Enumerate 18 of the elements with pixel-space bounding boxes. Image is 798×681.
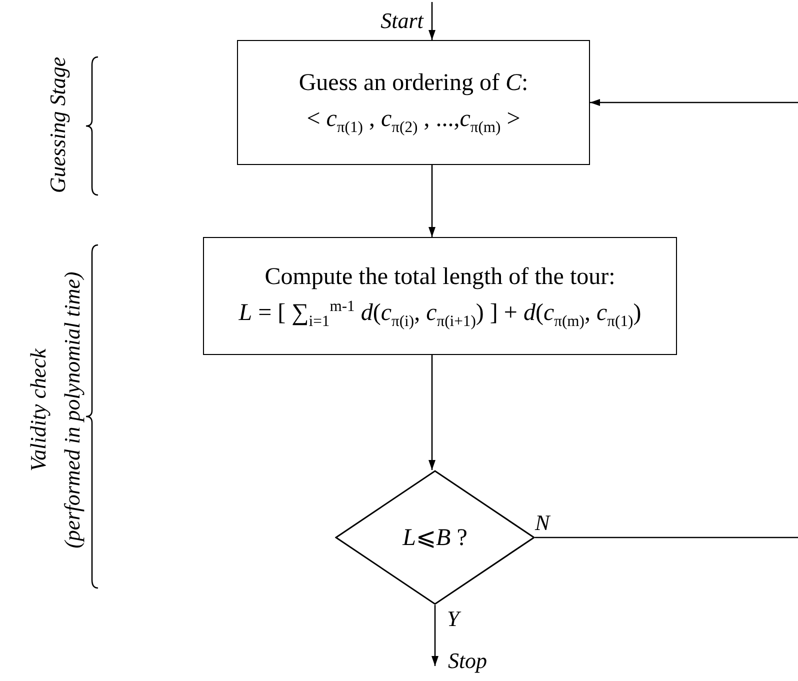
stage-label: Validity check [24, 348, 51, 472]
stage-label: (performed in polynomial time) [58, 272, 85, 548]
arrow [432, 605, 438, 666]
step-text: Compute the total length of the tour: [264, 262, 616, 292]
decision-diamond [335, 470, 535, 605]
stage-label: Guessing Stage [45, 56, 72, 194]
formula: L = [ ∑$_{i=1}$$^{m-1}$ d(c$_{π(i)}$, c$_{π(i+1)}$) ] + d(c$_{π(m)}$, c$_{π(1)}$) [238, 296, 642, 332]
process-box [237, 40, 590, 165]
arrow [590, 99, 798, 106]
arrow [428, 355, 436, 470]
step-text: Guess an ordering of C: [298, 69, 528, 98]
terminal-label: Stop [435, 645, 500, 675]
arrow [428, 2, 436, 40]
terminal-label: Start [372, 4, 432, 36]
arrow [428, 165, 436, 237]
formula: < c$_{π(1)}$ , c$_{π(2)}$ , ...,c$_{π(m)}$ > [306, 105, 520, 138]
step-text: L⩽B ? [402, 524, 468, 552]
process-box [203, 237, 677, 355]
